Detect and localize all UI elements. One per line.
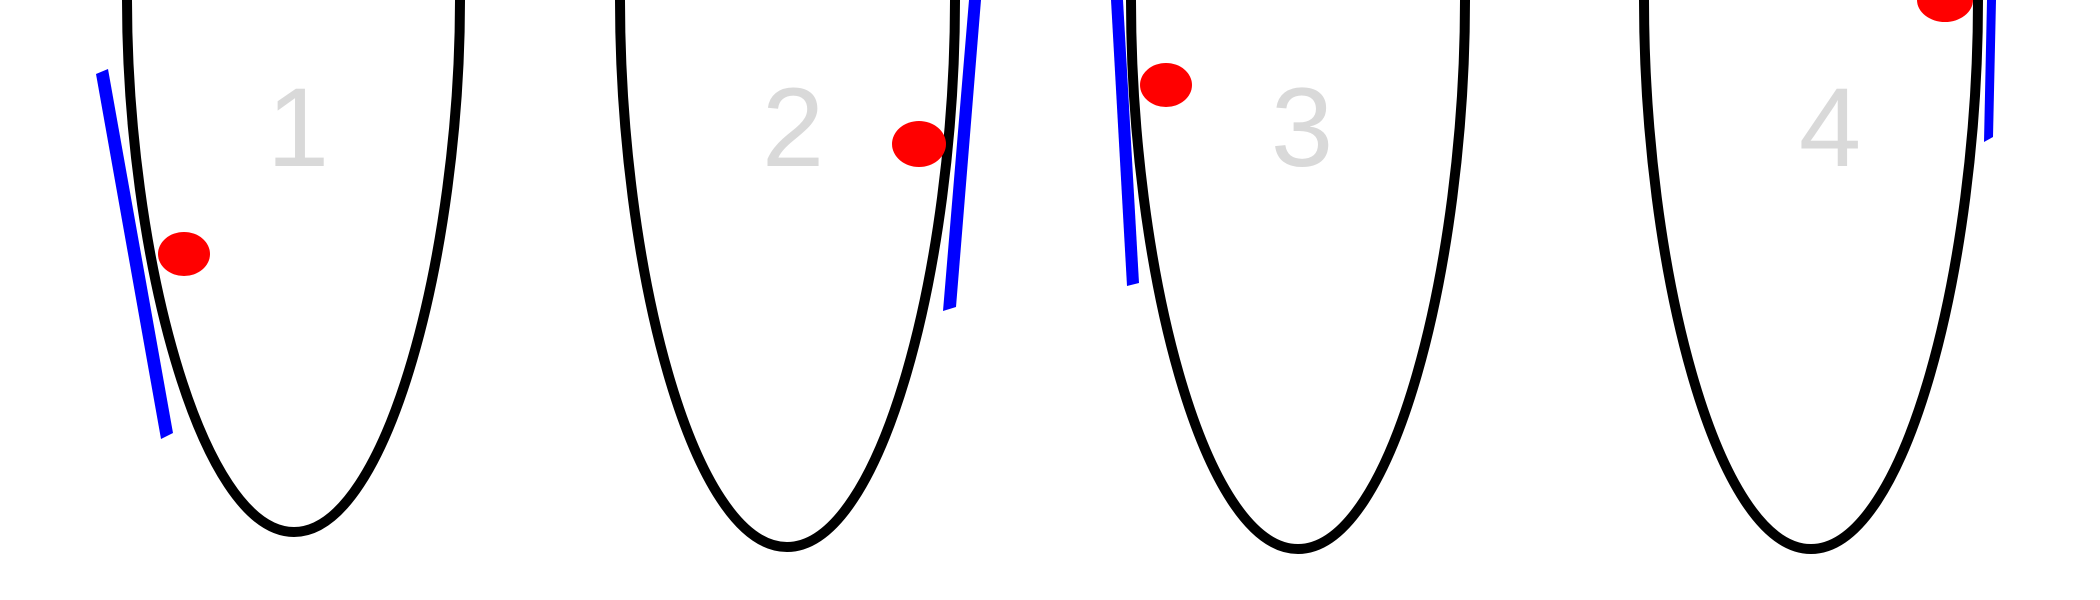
tangent-point [158,232,210,276]
tangent-point [892,121,946,167]
panel-1: 1 [96,0,465,538]
panel-3: 3 [1111,0,1470,555]
panel-number: 2 [762,65,824,190]
tangent-point [1140,63,1192,107]
tangent-point [1917,0,1973,22]
parabola-curve [615,0,960,553]
tangent-line [96,69,173,439]
parabola-curve [1126,0,1470,555]
panel-4: 4 [1639,0,1996,555]
tangent-line [1111,0,1139,286]
parabola-curve [1639,0,1983,555]
panel-2: 2 [615,0,981,553]
tangent-line [943,0,981,311]
parabola-curve [122,0,465,538]
tangent-line [1984,0,1996,142]
panel-number: 4 [1799,65,1861,190]
panel-number: 3 [1271,65,1333,190]
panel-number: 1 [267,65,329,190]
